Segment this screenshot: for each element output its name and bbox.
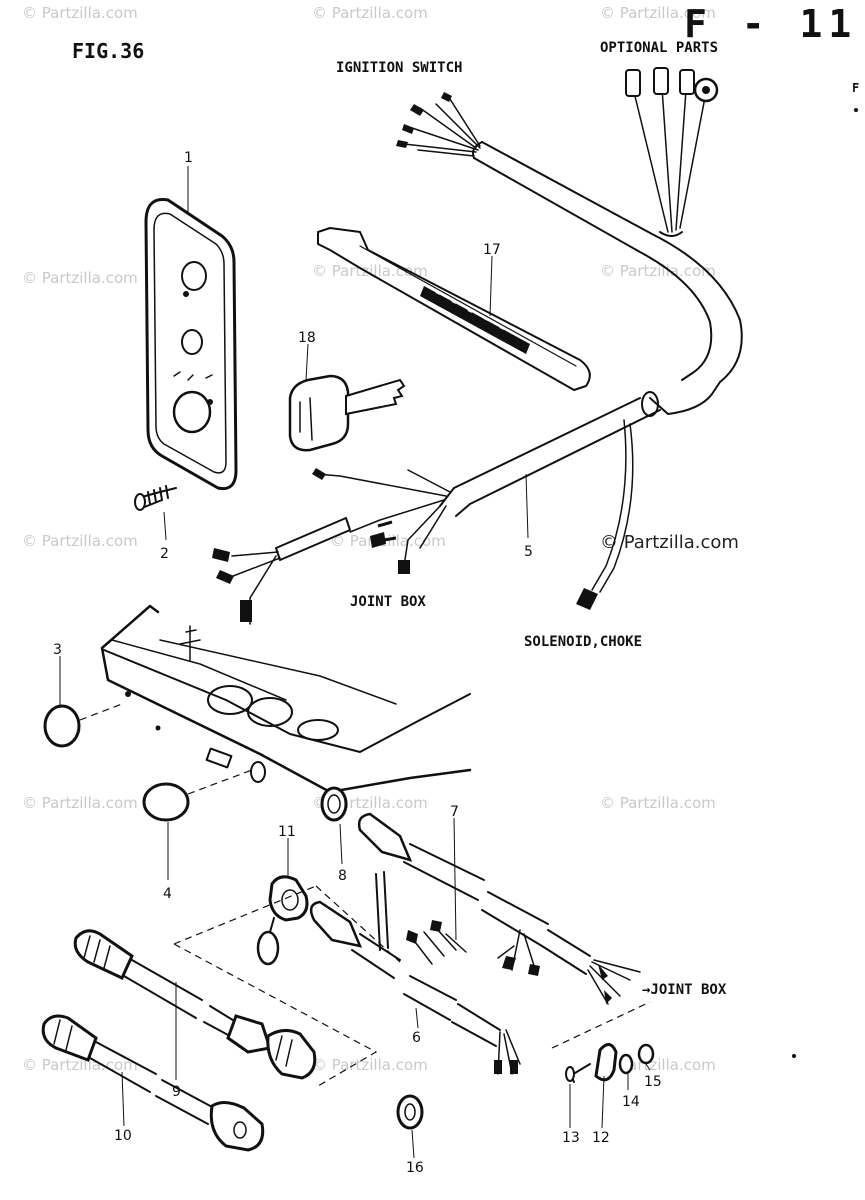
joint-box-lower-label: →JOINT BOX <box>642 982 727 998</box>
part-number: 11 <box>278 824 296 840</box>
part-numbers: 1 2 3 4 5 6 7 8 9 10 11 12 13 14 15 16 1… <box>53 150 662 1176</box>
watermark: © Partzilla.com <box>600 1056 716 1074</box>
clamp-hardware-part <box>565 1043 655 1083</box>
watermark: © Partzilla.com <box>22 269 138 287</box>
part-number: 1 <box>184 150 193 166</box>
grommet-16-part <box>396 1094 424 1130</box>
watermark: © Partzilla.com <box>312 4 428 22</box>
optional-parts-label: OPTIONAL PARTS <box>600 40 718 56</box>
watermark: © Partzilla.com <box>330 532 446 550</box>
plug-small-part <box>43 703 123 748</box>
part-number: 10 <box>114 1128 132 1144</box>
watermark: © Partzilla.com <box>600 794 716 812</box>
harness-part <box>212 67 743 625</box>
ignition-switch-label: IGNITION SWITCH <box>336 60 462 76</box>
grommet-part <box>256 875 309 966</box>
watermark: © Partzilla.com <box>22 4 138 22</box>
cable-7-part <box>357 812 641 1005</box>
panel-plate-part <box>144 197 238 491</box>
cable-9-part <box>73 929 317 1080</box>
part-number: 2 <box>160 546 169 562</box>
part-number: 6 <box>412 1030 421 1046</box>
part-number: 15 <box>644 1074 662 1090</box>
plug-large-part <box>142 769 253 822</box>
part-number: 5 <box>524 544 533 560</box>
fig-label: FIG.36 <box>72 39 144 63</box>
watermark-large: © Partzilla.com <box>600 532 739 553</box>
strap-part <box>317 227 591 391</box>
watermark: © Partzilla.com <box>22 1056 138 1074</box>
page-code: F - 11 <box>684 2 857 46</box>
screw-part <box>134 485 177 511</box>
part-number: 14 <box>622 1094 640 1110</box>
watermark: © Partzilla.com <box>600 262 716 280</box>
part-number: 17 <box>483 242 501 258</box>
part-number: 3 <box>53 642 62 658</box>
part-number: 16 <box>406 1160 424 1176</box>
solenoid-choke-label: SOLENOID,CHOKE <box>524 634 642 650</box>
console-housing <box>100 604 472 794</box>
joint-box-label: JOINT BOX <box>350 594 426 610</box>
part-number: 7 <box>450 804 459 820</box>
cable-10-part <box>41 1014 265 1152</box>
watermark: © Partzilla.com <box>312 1056 428 1074</box>
watermark: © Partzilla.com <box>600 4 716 22</box>
scan-dot <box>854 108 858 112</box>
part-number: 9 <box>172 1084 181 1100</box>
scan-dot <box>792 1054 796 1058</box>
nut-part <box>320 786 348 822</box>
part-number: 18 <box>298 330 316 346</box>
leader-lines <box>59 166 651 1159</box>
part-number: 13 <box>562 1130 580 1146</box>
edge-mark: F <box>852 81 859 95</box>
watermark: © Partzilla.com <box>22 794 138 812</box>
key-part <box>288 374 406 452</box>
watermark: © Partzilla.com <box>22 532 138 550</box>
part-number: 4 <box>163 886 172 902</box>
part-number: 8 <box>338 868 347 884</box>
part-number: 12 <box>592 1130 610 1146</box>
cable-6-part <box>309 871 521 1075</box>
